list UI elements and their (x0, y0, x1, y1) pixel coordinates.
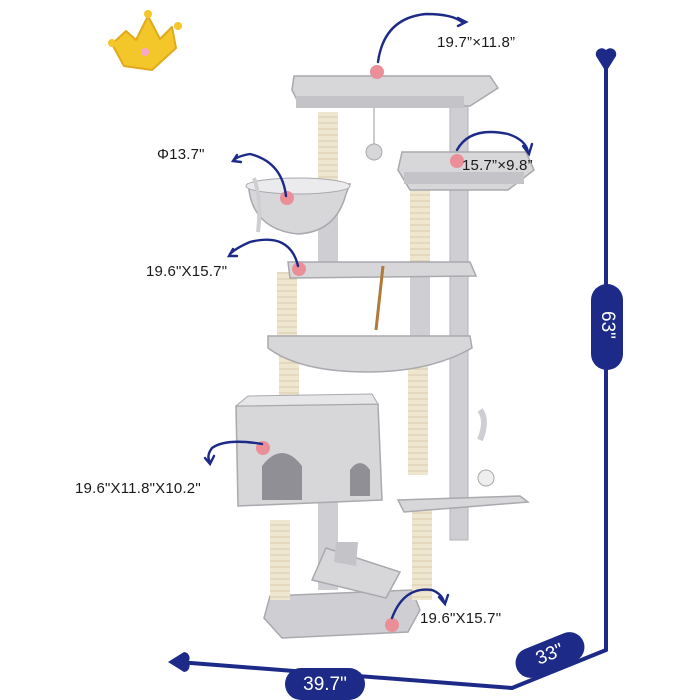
right-step (396, 408, 531, 513)
side-perch (397, 151, 535, 191)
width-badge-label: 39.7" (303, 674, 347, 695)
height-badge (591, 284, 623, 370)
base-dimension-label: 19.6"X15.7" (420, 610, 502, 627)
lower-hammock (310, 542, 402, 599)
side-perch-dimension-label: 15.7”×9.8” (462, 157, 533, 174)
condo (234, 393, 383, 507)
depth-badge (515, 632, 585, 678)
height-badge-label: 63" (597, 311, 618, 339)
width-badge (285, 668, 365, 700)
basket-dimension-label: Φ13.7" (157, 146, 205, 163)
mid-platform (287, 261, 478, 331)
hammock (267, 335, 473, 373)
paw-print-icon (256, 65, 464, 632)
basket (245, 177, 352, 235)
top-perch-dimension-label: 19.7”×11.8” (437, 34, 516, 51)
mid-platform-dimension-label: 19.6"X15.7" (146, 263, 228, 280)
heart-end-icon (168, 48, 617, 672)
condo-dimension-label: 19.6"X11.8"X10.2" (75, 480, 201, 497)
crown-icon (108, 10, 182, 71)
top-perch (291, 75, 500, 161)
sisal-posts (270, 99, 469, 600)
curved-arrow-icon (203, 12, 534, 620)
